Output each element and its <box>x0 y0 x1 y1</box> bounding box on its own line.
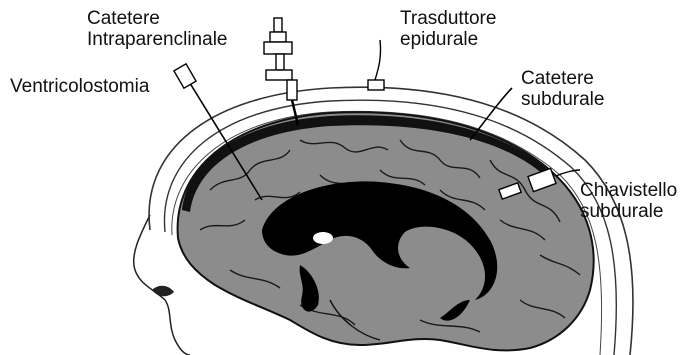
label-line-2: subdurale <box>580 201 677 222</box>
label-trasduttore-epidurale: Trasduttore epidurale <box>400 8 496 50</box>
label-line-1: Chiavistello <box>580 180 677 201</box>
label-ventricolostomia: Ventricolostomia <box>10 76 149 97</box>
label-line-1: Ventricolostomia <box>10 76 149 97</box>
label-chiavistello-subdurale: Chiavistello subdurale <box>580 180 677 222</box>
epidural-transducer <box>368 40 384 90</box>
label-catetere-intraparenchimale: Catetere Intraparenclinale <box>87 8 227 50</box>
subdural-catheter <box>470 88 512 140</box>
ventriculostomy-hub <box>174 64 196 88</box>
label-line-1: Trasduttore <box>400 8 496 29</box>
label-line-1: Catetere <box>87 8 227 29</box>
eye <box>152 286 174 297</box>
third-ventricle <box>313 232 333 244</box>
label-line-1: Catetere <box>521 68 604 89</box>
label-catetere-subdurale: Catetere subdurale <box>521 68 604 110</box>
label-line-2: Intraparenclinale <box>87 29 227 50</box>
label-line-2: subdurale <box>521 89 604 110</box>
intraparenchymal-device <box>264 18 298 125</box>
label-line-2: epidurale <box>400 29 496 50</box>
